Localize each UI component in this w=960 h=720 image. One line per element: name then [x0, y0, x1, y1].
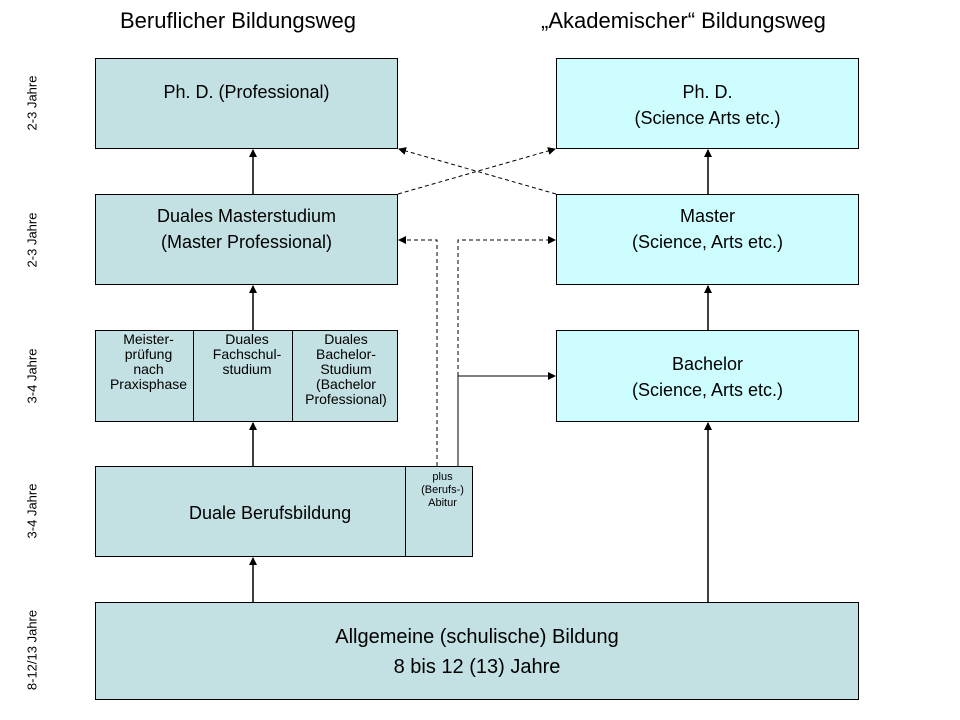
phd-science-subtitle: (Science Arts etc.) [634, 108, 781, 128]
dual-master-title: Duales Masterstudium [156, 206, 337, 226]
master-title: Master [679, 206, 735, 226]
dual-master-box: Duales Masterstudium (Master Professiona… [95, 194, 398, 285]
dual-technical-college-cell: Duales Fachschul- studium [194, 331, 293, 421]
plus-abitur-cell: plus (Berufs-) Abitur [405, 467, 473, 556]
arrow-abitur-to-bachelor [457, 372, 556, 466]
master-box: Master (Science, Arts etc.) [556, 194, 859, 285]
dashed-arrow-dual-master-to-phd-science [397, 147, 556, 195]
vocational-training-text: Duale Berufsbildung [189, 503, 352, 523]
dual-master-subtitle: (Master Professional) [160, 232, 333, 252]
general-education-box: Allgemeine (schulische) Bildung 8 bis 12… [95, 602, 859, 700]
master-subtitle: (Science, Arts etc.) [631, 232, 784, 252]
phd-science-title: Ph. D. [682, 82, 733, 102]
vocational-training-box: Duale Berufsbildung plus (Berufs-) Abitu… [95, 466, 473, 557]
phd-science-box: Ph. D. (Science Arts etc.) [556, 58, 859, 149]
intermediate-qualifications-box: Meister- prüfung nach Praxisphase Duales… [95, 330, 398, 422]
dual-bachelor-cell: Duales Bachelor- Studium (Bachelor Profe… [305, 331, 387, 407]
dashed-arrow-abitur-to-dual-master [398, 236, 438, 466]
general-education-title: Allgemeine (schulische) Bildung [335, 626, 619, 648]
vocational-path-heading: Beruflicher Bildungsweg [120, 8, 357, 33]
bachelor-title: Bachelor [671, 354, 744, 374]
phd-professional-text: Ph. D. (Professional) [163, 82, 330, 102]
phd-professional-box: Ph. D. (Professional) [95, 58, 398, 149]
master-craftsman-exam-cell: Meister- prüfung nach Praxisphase [96, 331, 194, 421]
bachelor-box: Bachelor (Science, Arts etc.) [556, 330, 859, 422]
academic-path-heading: „Akademischer“ Bildungsweg [541, 8, 826, 33]
dashed-arrow-master-to-phd-professional [398, 147, 557, 195]
bachelor-subtitle: (Science, Arts etc.) [631, 380, 784, 400]
general-education-subtitle: 8 bis 12 (13) Jahre [393, 656, 561, 678]
dashed-arrow-abitur-to-master [457, 236, 556, 376]
